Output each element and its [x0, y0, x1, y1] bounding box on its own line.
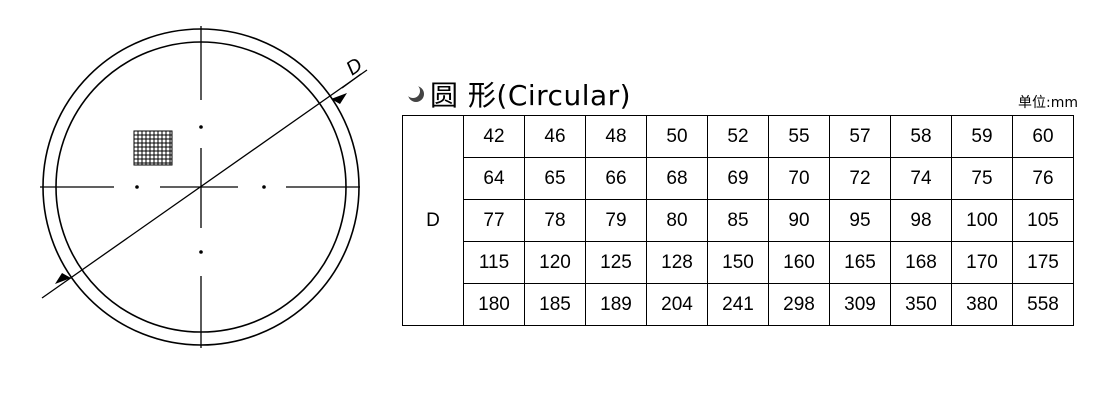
table-cell: 50: [646, 115, 708, 158]
dimension-label: D: [342, 54, 366, 80]
table-cell: 80: [646, 199, 708, 242]
diameter-line: [41, 69, 368, 299]
table-row: 64 65 66 68 69 70 72 74 75 76: [403, 157, 1074, 200]
table-cell: 52: [707, 115, 769, 158]
hatch-grid: [133, 130, 173, 166]
table-cell: 42: [463, 115, 525, 158]
table-cell: 68: [646, 157, 708, 200]
table-cell: 125: [585, 241, 647, 284]
section-title: 圆 形(Circular): [406, 76, 631, 112]
table-cell: 78: [524, 199, 586, 242]
table-cell: 60: [1012, 115, 1074, 158]
table-cell: 64: [463, 157, 525, 200]
table-cell: 105: [1012, 199, 1074, 242]
table-cell: 59: [951, 115, 1013, 158]
table-cell: 76: [1012, 157, 1074, 200]
table-row: D 42 46 48 50 52 55 57 58 59 60: [402, 115, 1074, 326]
table-cell: 100: [951, 199, 1013, 242]
table-cell: 69: [707, 157, 769, 200]
table-cell: 75: [951, 157, 1013, 200]
table-cell: 77: [463, 199, 525, 242]
table-cell: 115: [463, 241, 525, 284]
table-cell: 204: [646, 283, 708, 326]
table-cell: 55: [768, 115, 830, 158]
crescent-bullet-icon: [406, 84, 424, 102]
table-cell: 558: [1012, 283, 1074, 326]
table-cell: 46: [524, 115, 586, 158]
table-cell: 380: [951, 283, 1013, 326]
table-cell: 95: [829, 199, 891, 242]
table-cell: 74: [890, 157, 952, 200]
table-cell: 175: [1012, 241, 1074, 284]
table-cell: 85: [707, 199, 769, 242]
table-cell: 298: [768, 283, 830, 326]
table-cell: 185: [524, 283, 586, 326]
table-cell: 58: [890, 115, 952, 158]
circle-diagram: D: [40, 26, 368, 348]
table-cell: 90: [768, 199, 830, 242]
table-cell: 189: [585, 283, 647, 326]
dimension-tick: [341, 73, 362, 89]
center-dots: [135, 125, 266, 254]
table-cell: 180: [463, 283, 525, 326]
row-header: D: [402, 115, 464, 326]
title-text: 圆 形(Circular): [430, 79, 632, 112]
arrowhead-bottom: [55, 273, 71, 284]
table-cell: 65: [524, 157, 586, 200]
table-cell: 160: [768, 241, 830, 284]
table-row: 115 120 125 128 150 160 165 168 170 175: [403, 241, 1074, 284]
table-cell: 79: [585, 199, 647, 242]
table-cell: 170: [951, 241, 1013, 284]
table-row: 180 185 189 204 241 298 309 350 380 558: [403, 283, 1074, 326]
table-cell: 350: [890, 283, 952, 326]
unit-label: 单位:mm: [1018, 95, 1078, 111]
table-cell: 70: [768, 157, 830, 200]
table-cell: 309: [829, 283, 891, 326]
arrowhead-top: [331, 93, 347, 104]
table-cell: 57: [829, 115, 891, 158]
table-cell: 120: [524, 241, 586, 284]
table-row: 77 78 79 80 85 90 95 98 100 105: [403, 199, 1074, 242]
size-table: D 42 46 48 50 52 55 57 58 59 60 64 65 66…: [402, 115, 1074, 326]
table-cell: 150: [707, 241, 769, 284]
table-cell: 165: [829, 241, 891, 284]
table-cell: 168: [890, 241, 952, 284]
table-cell: 241: [707, 283, 769, 326]
table-cell: 66: [585, 157, 647, 200]
table-cell: 98: [890, 199, 952, 242]
table-cell: 48: [585, 115, 647, 158]
table-cell: 128: [646, 241, 708, 284]
table-cell: 72: [829, 157, 891, 200]
